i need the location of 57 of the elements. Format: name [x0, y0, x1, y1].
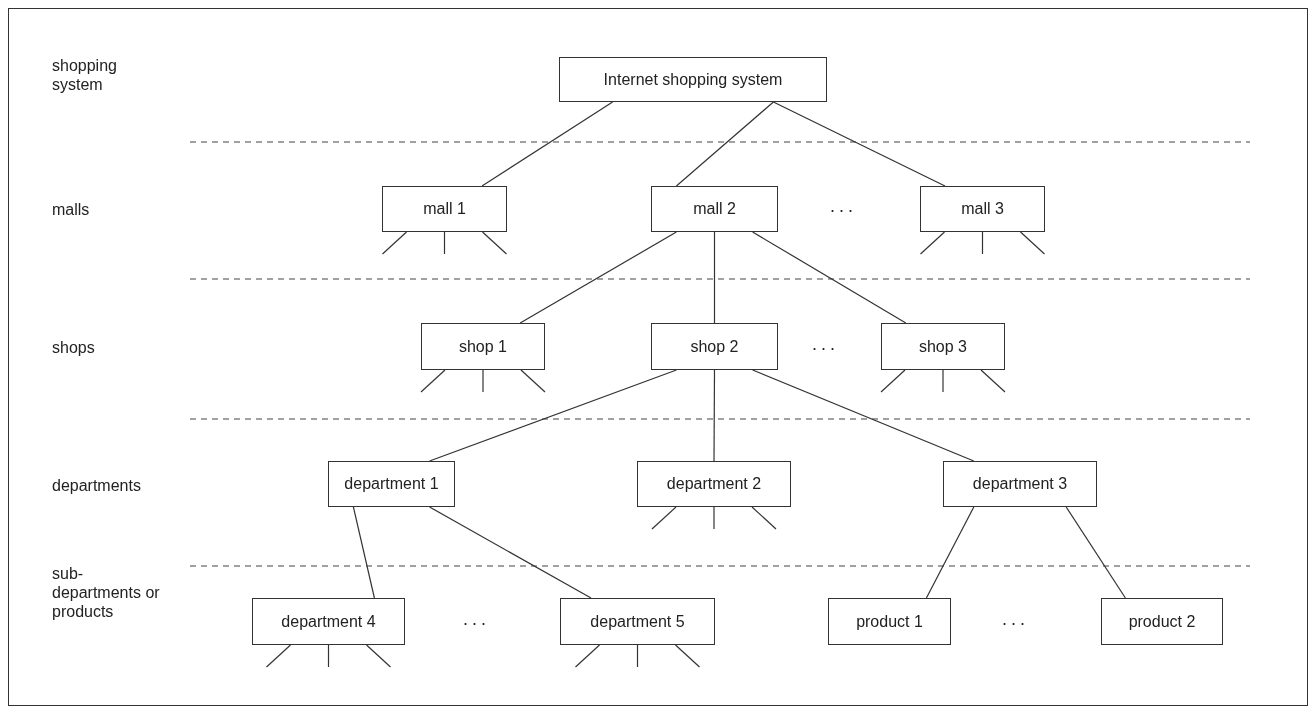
node-box: mall 3: [920, 186, 1045, 232]
stub-line: [751, 506, 777, 530]
node-box: shop 3: [881, 323, 1005, 370]
connector-line: [429, 369, 677, 462]
connector-line: [1065, 506, 1126, 599]
connector-line: [429, 506, 592, 599]
stub-line: [1019, 231, 1046, 255]
node-box: department 5: [560, 598, 715, 645]
connector-line: [519, 231, 677, 324]
stub-line: [265, 644, 292, 668]
stub-line: [365, 644, 392, 668]
connector-line: [752, 231, 907, 324]
row-label: malls: [52, 200, 90, 219]
stub-line: [980, 369, 1006, 393]
connector-line: [713, 369, 716, 462]
stub-line: [636, 644, 639, 668]
ellipsis: ...: [1002, 610, 1029, 629]
node-box: department 2: [637, 461, 791, 507]
stub-line: [942, 369, 944, 393]
stub-line: [420, 369, 446, 393]
stub-line: [482, 369, 484, 393]
connector-line: [352, 506, 375, 599]
connector-line: [481, 101, 614, 187]
ellipsis: ...: [812, 335, 839, 354]
node-box: shop 2: [651, 323, 778, 370]
stub-line: [880, 369, 906, 393]
connector-line: [752, 369, 975, 462]
node-box: Internet shopping system: [559, 57, 827, 102]
row-label: departments: [52, 476, 141, 495]
node-box: mall 2: [651, 186, 778, 232]
stub-line: [674, 644, 701, 668]
node-box: product 1: [828, 598, 951, 645]
node-box: department 4: [252, 598, 405, 645]
stub-line: [381, 231, 408, 255]
node-box: department 1: [328, 461, 455, 507]
stub-line: [520, 369, 546, 393]
stub-line: [327, 644, 330, 668]
connector-line: [713, 231, 716, 324]
row-label: shops: [52, 338, 95, 357]
stub-line: [574, 644, 601, 668]
row-label: sub- departments or products: [52, 564, 161, 621]
stub-line: [919, 231, 946, 255]
connector-line: [675, 101, 774, 187]
connector-line: [925, 506, 975, 599]
stub-line: [981, 231, 984, 255]
node-box: shop 1: [421, 323, 545, 370]
node-box: department 3: [943, 461, 1097, 507]
ellipsis: ...: [830, 197, 857, 216]
node-box: product 2: [1101, 598, 1223, 645]
node-box: mall 1: [382, 186, 507, 232]
row-label: shopping system: [52, 56, 118, 94]
stub-line: [713, 506, 715, 530]
stub-line: [443, 231, 446, 255]
connector-line: [772, 101, 946, 187]
stub-line: [481, 231, 508, 255]
stub-line: [651, 506, 677, 530]
ellipsis: ...: [463, 610, 490, 629]
